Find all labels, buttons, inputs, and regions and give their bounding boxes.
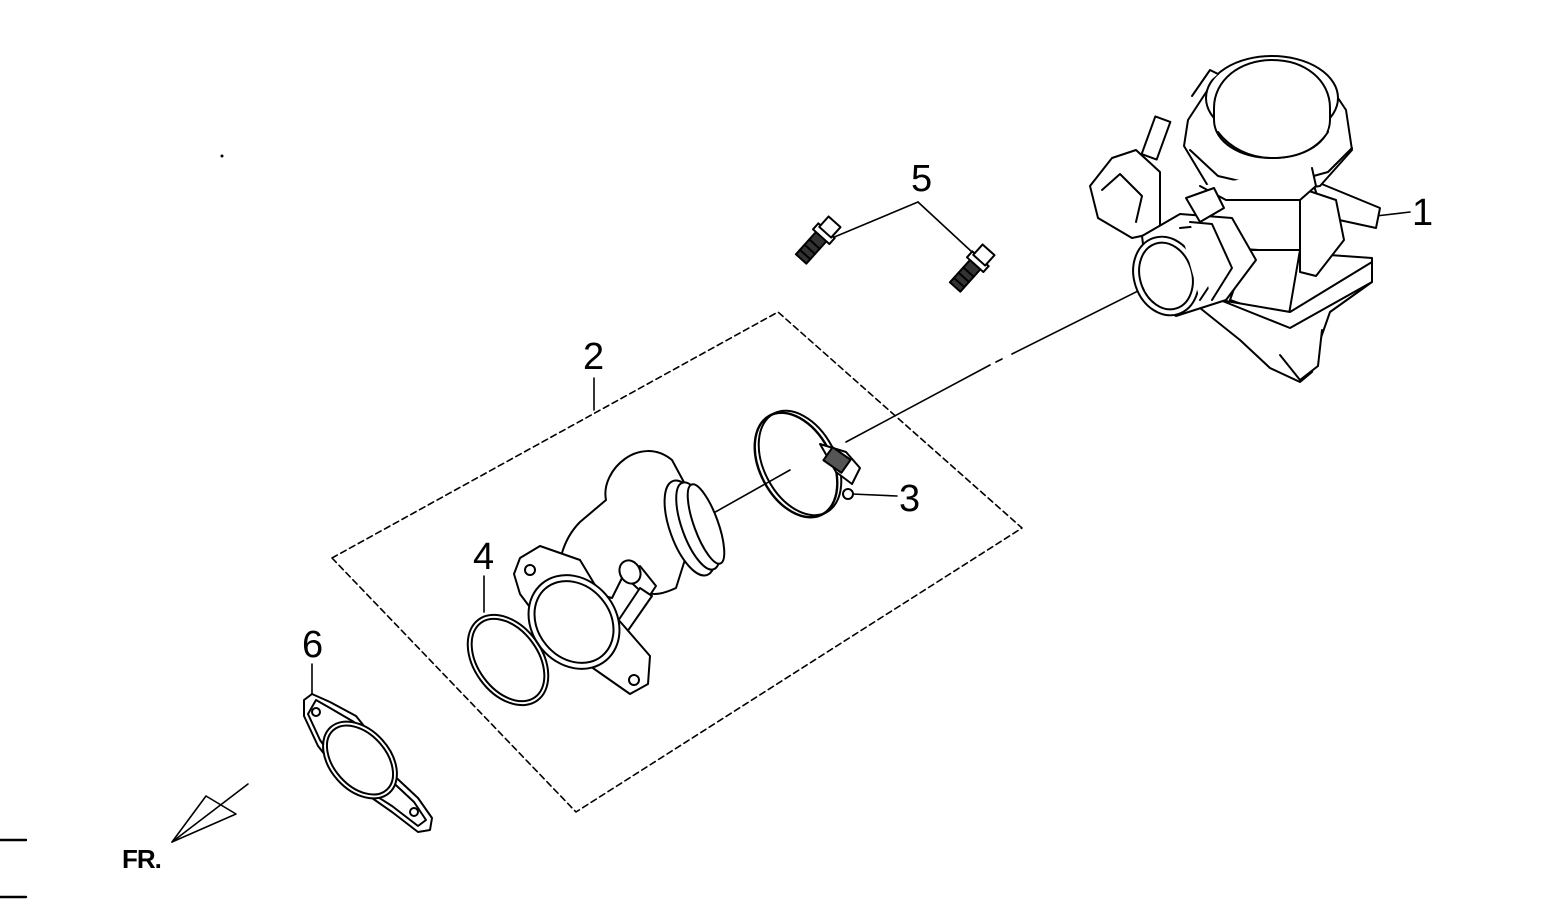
front-indicator-label: FR. bbox=[122, 844, 162, 874]
leader-lines bbox=[311, 201, 1411, 695]
bolt-left bbox=[793, 214, 843, 266]
stray-dot bbox=[220, 154, 224, 158]
callout-3: 3 bbox=[899, 478, 921, 520]
front-arrow-icon bbox=[171, 783, 249, 843]
gasket-part bbox=[304, 694, 432, 832]
carburetor-part bbox=[1090, 56, 1380, 382]
hose-clamp-part bbox=[738, 397, 860, 532]
margin-tick-marks bbox=[0, 838, 28, 899]
assembly-center-line bbox=[709, 279, 1161, 516]
callout-6: 6 bbox=[302, 624, 324, 666]
callout-1: 1 bbox=[1412, 192, 1434, 234]
bolt-right bbox=[947, 242, 997, 294]
intake-manifold-part bbox=[510, 451, 732, 694]
bolt-pair-part bbox=[793, 214, 997, 294]
o-ring-part bbox=[451, 600, 565, 721]
kit-boundary-box bbox=[331, 311, 1023, 813]
callout-5: 5 bbox=[911, 158, 933, 200]
callout-4: 4 bbox=[473, 536, 495, 578]
callout-2: 2 bbox=[583, 336, 605, 378]
